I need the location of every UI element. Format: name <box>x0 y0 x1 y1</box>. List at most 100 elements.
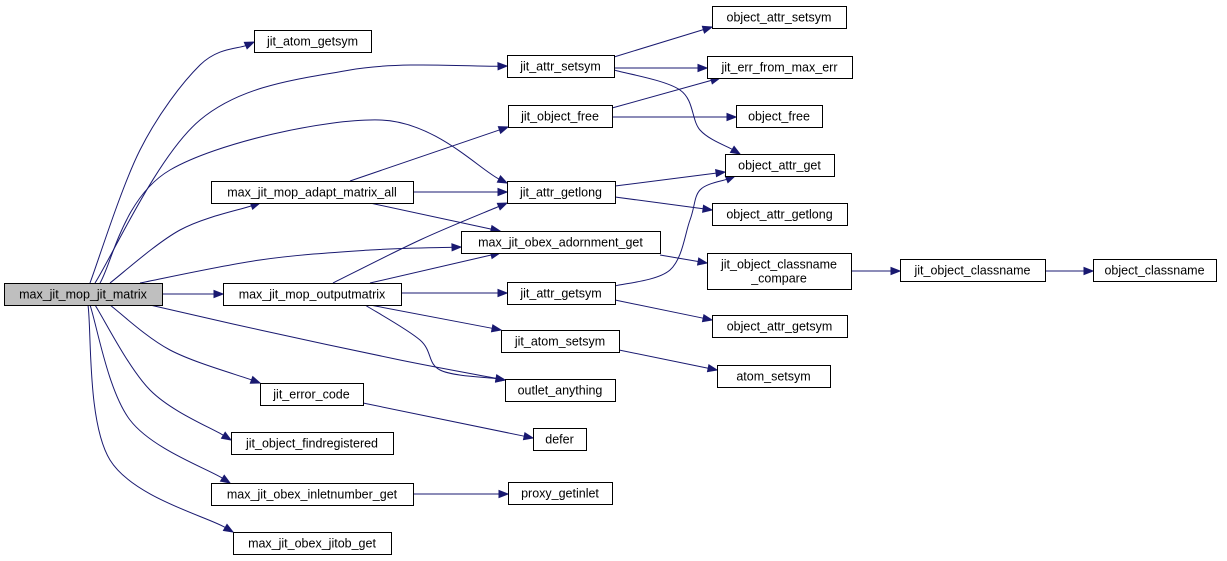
node-object-attr-getlong[interactable]: object_attr_getlong <box>712 203 848 226</box>
edge-line <box>611 79 712 109</box>
node-box <box>211 181 414 204</box>
node-atom-setsym-fn[interactable]: atom_setsym <box>717 365 831 388</box>
edge-attr_setsym-to-object_attr_setsym <box>613 25 714 58</box>
node-label: object_attr_setsym <box>727 10 832 24</box>
node-object-attr-getsym[interactable]: object_attr_getsym <box>712 315 848 338</box>
edge-line <box>332 206 499 284</box>
node-object-free[interactable]: object_free <box>736 105 823 128</box>
node-adapt-all[interactable]: max_jit_mop_adapt_matrix_all <box>211 181 414 204</box>
edge-root-to-outlet_anything <box>149 304 507 383</box>
edge-root-to-outputmatrix <box>162 289 225 299</box>
edge-line <box>139 246 453 284</box>
node-object-classname[interactable]: object_classname <box>1093 259 1217 282</box>
node-box <box>231 432 394 455</box>
node-label: object_free <box>748 109 810 123</box>
arrowhead <box>243 41 256 50</box>
arrowhead <box>697 63 709 73</box>
node-classname-compare[interactable]: jit_object_classname_compare <box>707 253 852 290</box>
node-label: object_attr_getlong <box>726 207 832 221</box>
edge-root-to-attr_setsym <box>94 62 509 284</box>
node-atom-getsym[interactable]: jit_atom_getsym <box>254 30 372 53</box>
node-label: jit_atom_getsym <box>266 34 358 48</box>
node-findregistered[interactable]: jit_object_findregistered <box>231 432 394 455</box>
edge-object_free_jit-to-err_from_max_err <box>611 76 722 109</box>
arrowhead <box>222 523 235 533</box>
node-object-attr-setsym[interactable]: object_attr_setsym <box>712 6 847 29</box>
node-label: jit_attr_getlong <box>519 185 602 199</box>
edge-attr_setsym-to-object_attr_get <box>613 69 742 155</box>
node-label: jit_attr_getsym <box>519 286 601 300</box>
node-adornment-get[interactable]: max_jit_obex_adornment_get <box>461 231 661 254</box>
node-box <box>461 231 661 254</box>
arrowhead <box>497 126 510 135</box>
arrowhead <box>498 489 510 499</box>
edge-outputmatrix-to-outlet_anything <box>364 304 507 383</box>
node-proxy-getinlet[interactable]: proxy_getinlet <box>508 482 613 505</box>
node-box <box>505 379 616 402</box>
node-box <box>533 428 587 451</box>
node-object-attr-get[interactable]: object_attr_get <box>725 154 835 177</box>
arrowhead <box>729 145 742 155</box>
node-label: jit_object_findregistered <box>245 436 378 450</box>
node-outlet-anything[interactable]: outlet_anything <box>505 379 616 402</box>
edge-line <box>613 29 704 58</box>
edge-line <box>89 45 246 284</box>
arrowhead <box>497 187 509 197</box>
node-box <box>260 383 364 406</box>
node-atom-setsym[interactable]: jit_atom_setsym <box>501 330 620 353</box>
edge-line <box>149 304 497 379</box>
node-jitob-get[interactable]: max_jit_obex_jitob_get <box>233 532 392 555</box>
arrowhead <box>249 375 262 384</box>
node-box <box>707 56 853 79</box>
edge-line <box>109 205 252 284</box>
edge-line <box>349 129 500 182</box>
edge-attr_getlong-to-object_attr_get <box>614 169 727 187</box>
node-label: defer <box>545 432 574 446</box>
edge-adapt_all-to-object_free_jit <box>349 126 510 182</box>
node-box <box>712 315 848 338</box>
arrowhead <box>701 313 714 323</box>
node-jit-object-classname[interactable]: jit_object_classname <box>900 259 1046 282</box>
arrowhead <box>715 169 727 178</box>
edge-classname_compare-to-jit_object_classname <box>851 266 902 276</box>
node-root[interactable]: max_jit_mop_jit_matrix <box>4 283 163 306</box>
node-box <box>508 105 613 128</box>
node-label: max_jit_mop_adapt_matrix_all <box>227 185 397 199</box>
node-box <box>233 532 392 555</box>
node-attr-setsym[interactable]: jit_attr_setsym <box>507 55 615 78</box>
node-label: object_classname <box>1104 263 1204 277</box>
arrowhead <box>494 374 507 383</box>
edge-line <box>614 196 704 210</box>
arrowhead <box>726 112 738 122</box>
node-box <box>900 259 1046 282</box>
edge-attr_getsym-to-object_attr_getsym <box>614 299 714 323</box>
edge-line <box>87 304 226 528</box>
node-label: max_jit_obex_inletnumber_get <box>227 487 398 501</box>
edge-root-to-inletnumber_get <box>89 304 232 484</box>
node-defer[interactable]: defer <box>533 428 587 451</box>
edge-line <box>94 304 224 436</box>
node-box <box>707 253 852 290</box>
edge-adornment_get-to-classname_compare <box>659 254 709 266</box>
node-box <box>507 55 615 78</box>
node-inletnumber-get[interactable]: max_jit_obex_inletnumber_get <box>211 483 414 506</box>
node-object-free-jit[interactable]: jit_object_free <box>508 105 613 128</box>
edge-outputmatrix-to-adornment_get <box>369 251 502 284</box>
edge-outputmatrix-to-atom_setsym <box>369 304 503 333</box>
edge-line <box>364 304 497 380</box>
node-err-from-max-err[interactable]: jit_err_from_max_err <box>707 56 853 79</box>
node-box <box>712 6 847 29</box>
node-box <box>508 482 613 505</box>
node-error-code[interactable]: jit_error_code <box>260 383 364 406</box>
edge-line <box>99 119 500 284</box>
node-label: jit_err_from_max_err <box>720 60 837 74</box>
arrowhead <box>1083 266 1095 276</box>
arrowhead <box>220 431 233 441</box>
node-label: outlet_anything <box>518 383 603 397</box>
node-attr-getlong[interactable]: jit_attr_getlong <box>507 181 616 204</box>
arrowhead <box>890 266 902 276</box>
node-outputmatrix[interactable]: max_jit_mop_outputmatrix <box>223 283 402 306</box>
node-attr-getsym[interactable]: jit_attr_getsym <box>507 282 616 305</box>
